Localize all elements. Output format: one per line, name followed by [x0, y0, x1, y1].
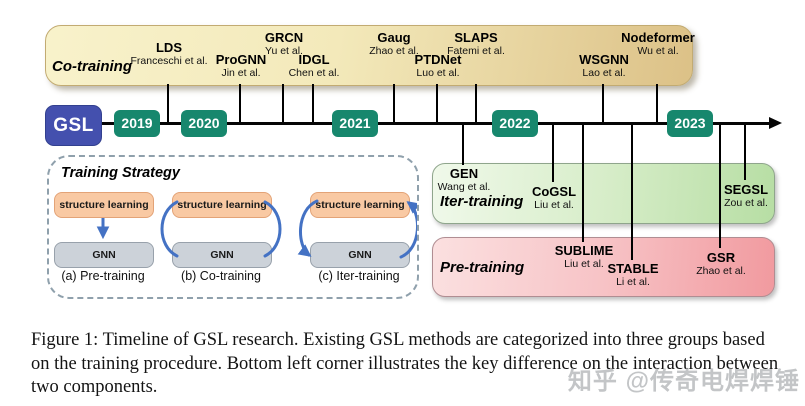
method-entry-sublime: SUBLIME Liu et al. — [554, 243, 614, 271]
connector-line-cogsl — [552, 125, 554, 182]
method-authors: Chen et al. — [288, 67, 340, 79]
method-authors: Jin et al. — [221, 67, 261, 79]
method-entry-wsgnn: WSGNN Lao et al. — [579, 52, 629, 80]
caption-line-1: Figure 1: Timeline of GSL research. Exis… — [31, 330, 765, 350]
connector-line-nodeformer — [656, 84, 658, 124]
connector-line-gsr — [719, 125, 721, 248]
method-authors: Liu et al. — [564, 258, 604, 270]
iter-training-box: Iter-training GEN Wang et al. CoGSL Liu … — [432, 163, 775, 224]
connector-line-slaps — [475, 84, 477, 124]
connector-line-lds — [167, 84, 169, 124]
method-entry-lds: LDS Franceschi et al. — [130, 40, 208, 68]
caption-line-2: on the training procedure. Bottom left c… — [31, 353, 779, 374]
method-authors: Lao et al. — [582, 67, 626, 79]
connector-line-prognn — [239, 84, 241, 124]
strategy-title: Training Strategy — [61, 165, 180, 181]
year-badge-2022: 2022 — [492, 110, 538, 137]
method-entry-stable: STABLE Li et al. — [607, 261, 659, 289]
connector-line-wsgnn — [602, 84, 604, 124]
structure-learning-box-a: structure learning — [54, 192, 154, 218]
year-badge-2019: 2019 — [114, 110, 160, 137]
year-badge-2020: 2020 — [181, 110, 227, 137]
connector-line-ptdnet — [436, 84, 438, 124]
strategy-caption-b: (b) Co-training — [181, 269, 261, 283]
method-authors: Li et al. — [616, 276, 650, 288]
method-name: ProGNN — [215, 52, 267, 67]
strategy-caption-c: (c) Iter-training — [318, 269, 400, 283]
method-name: GRCN — [264, 30, 304, 45]
method-authors: Franceschi et al. — [130, 55, 208, 67]
year-badge-2021: 2021 — [332, 110, 378, 137]
pre-training-label: Pre-training — [440, 259, 525, 276]
gnn-box-c: GNN — [310, 242, 410, 268]
method-authors: Yu et al. — [265, 45, 303, 57]
gnn-box-b: GNN — [172, 242, 272, 268]
connector-line-grcn — [282, 84, 284, 124]
iter-training-label: Iter-training — [440, 193, 524, 210]
method-name: GEN — [449, 166, 479, 181]
method-authors: Wu et al. — [637, 45, 679, 57]
co-training-banner: Co-training LDS Franceschi et al. ProGNN… — [45, 25, 695, 86]
method-authors: Luo et al. — [416, 67, 460, 79]
method-name: SEGSL — [723, 182, 769, 197]
method-name: SUBLIME — [554, 243, 614, 258]
connector-line-idgl — [312, 84, 314, 124]
method-entry-gen: GEN Wang et al. — [437, 166, 491, 194]
pre-training-box: Pre-training SUBLIME Liu et al. STABLE L… — [432, 237, 775, 297]
method-entry-gsr: GSR Zhao et al. — [696, 250, 746, 278]
structure-learning-box-b: structure learning — [172, 192, 272, 218]
method-name: GSR — [706, 250, 736, 265]
method-name: SLAPS — [454, 30, 498, 45]
method-entry-prognn: ProGNN Jin et al. — [215, 52, 267, 80]
method-entry-slaps: SLAPS Fatemi et al. — [447, 30, 505, 58]
method-name: Gaug — [377, 30, 411, 45]
strategy-caption-a: (a) Pre-training — [61, 269, 145, 283]
method-name: IDGL — [298, 52, 330, 67]
method-name: LDS — [155, 40, 182, 55]
method-authors: Liu et al. — [534, 199, 574, 211]
method-entry-grcn: GRCN Yu et al. — [264, 30, 304, 58]
timeline-axis — [99, 122, 771, 125]
caption-line-3: two components. — [31, 377, 158, 397]
connector-line-segsl — [744, 125, 746, 180]
method-authors: Fatemi et al. — [447, 45, 505, 57]
gnn-box-a: GNN — [54, 242, 154, 268]
timeline-arrow-icon — [769, 117, 782, 129]
method-entry-gaug: Gaug Zhao et al. — [369, 30, 419, 58]
connector-line-gaug — [393, 84, 395, 124]
method-name: STABLE — [607, 261, 659, 276]
method-authors: Wang et al. — [437, 181, 491, 193]
method-entry-ptdnet: PTDNet Luo et al. — [414, 52, 462, 80]
figure-caption: Figure 1: Timeline of GSL research. Exis… — [31, 329, 779, 400]
method-authors: Zou et al. — [724, 197, 768, 209]
zhihu-watermark: 知乎 @传奇电焊焊锤 — [567, 368, 800, 395]
method-name: Nodeformer — [621, 30, 695, 45]
training-strategy-panel: Training Strategy structure learning GNN… — [47, 155, 419, 299]
method-authors: Zhao et al. — [696, 265, 746, 277]
method-name: WSGNN — [579, 52, 629, 67]
method-entry-nodeformer: Nodeformer Wu et al. — [621, 30, 695, 58]
method-name: CoGSL — [531, 184, 577, 199]
structure-learning-box-c: structure learning — [310, 192, 410, 218]
connector-line-stable — [631, 125, 633, 260]
connector-line-gen — [462, 125, 464, 165]
method-entry-segsl: SEGSL Zou et al. — [723, 182, 769, 210]
method-entry-cogsl: CoGSL Liu et al. — [531, 184, 577, 212]
gsl-root-node: GSL — [45, 105, 102, 146]
year-badge-2023: 2023 — [667, 110, 713, 137]
method-entry-idgl: IDGL Chen et al. — [288, 52, 340, 80]
method-authors: Zhao et al. — [369, 45, 419, 57]
co-training-label: Co-training — [52, 58, 132, 76]
connector-line-sublime — [582, 125, 584, 242]
method-name: PTDNet — [414, 52, 462, 67]
